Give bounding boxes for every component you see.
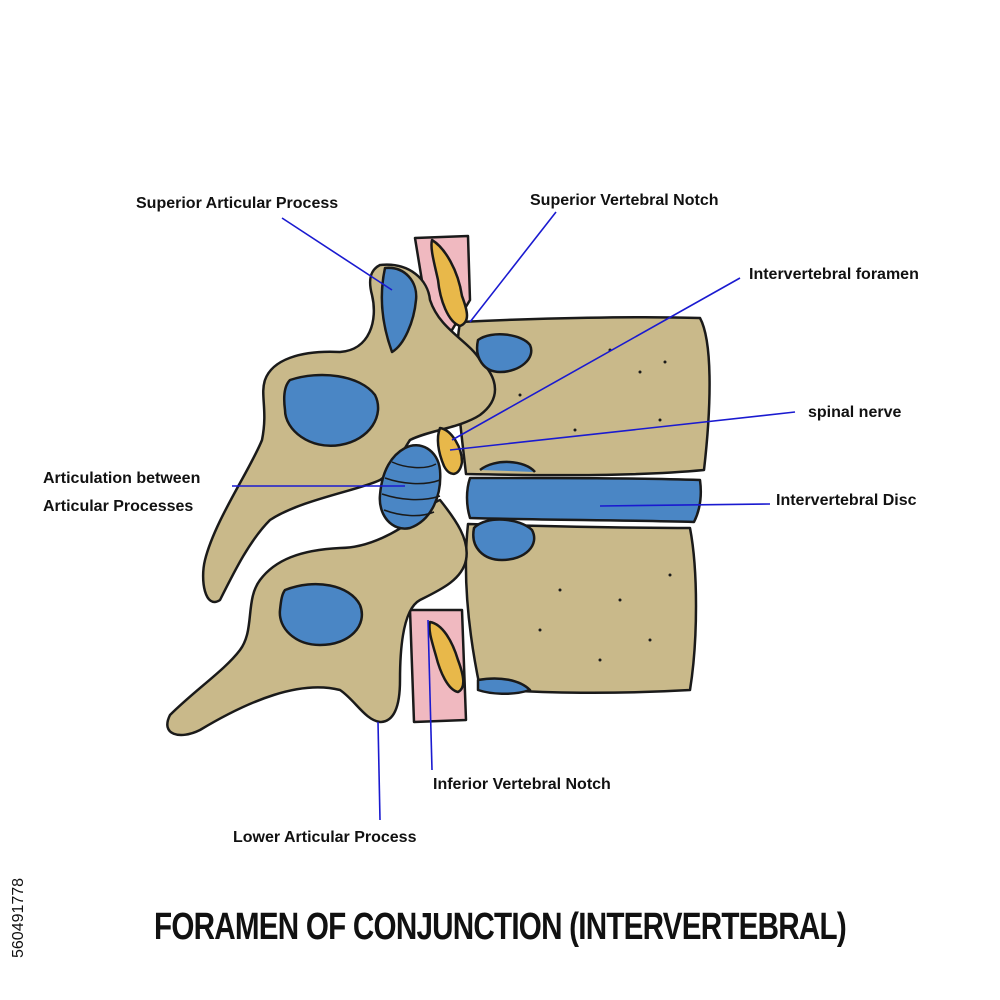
leader-foramen (451, 277, 741, 441)
label-lower-articular-process: Lower Articular Process (233, 829, 417, 846)
leader-inferior-notch (427, 619, 433, 771)
upper-transverse-facet (282, 373, 380, 448)
label-inferior-vertebral-notch: Inferior Vertebral Notch (433, 776, 611, 793)
spinal-nerve-lower (428, 620, 465, 694)
stock-id: 560491778 (8, 768, 28, 958)
upper-pedicle-facet (475, 333, 533, 374)
diagram-title: FORAMEN OF CONJUNCTION (INTERVERTEBRAL) (154, 906, 847, 948)
label-intervertebral-disc: Intervertebral Disc (776, 492, 917, 509)
lower-pedicle-facet (472, 518, 536, 562)
leader-disc (599, 503, 771, 507)
label-spinal-nerve: spinal nerve (808, 404, 902, 421)
leader-lower-articular (377, 721, 381, 821)
spinal-nerve-middle (436, 426, 464, 475)
label-intervertebral-foramen: Intervertebral foramen (749, 266, 919, 283)
spinal-nerve-upper (430, 238, 469, 328)
lower-body-cartilage (476, 677, 532, 695)
leader-superior-notch (469, 211, 557, 323)
leader-spinal-nerve (449, 411, 796, 451)
intervertebral-disc (465, 476, 702, 524)
label-articulation-line2: Articular Processes (43, 498, 194, 515)
lower-transverse-facet (278, 582, 363, 647)
leader-superior-articular (281, 217, 393, 291)
label-superior-articular-process: Superior Articular Process (136, 195, 339, 212)
articulation-joint (378, 444, 442, 530)
label-articulation-line1: Articulation between (43, 470, 201, 487)
stock-id-text: 560491778 (10, 877, 27, 958)
label-superior-vertebral-notch: Superior Vertebral Notch (530, 192, 719, 209)
lower-vertebral-body (464, 522, 698, 695)
